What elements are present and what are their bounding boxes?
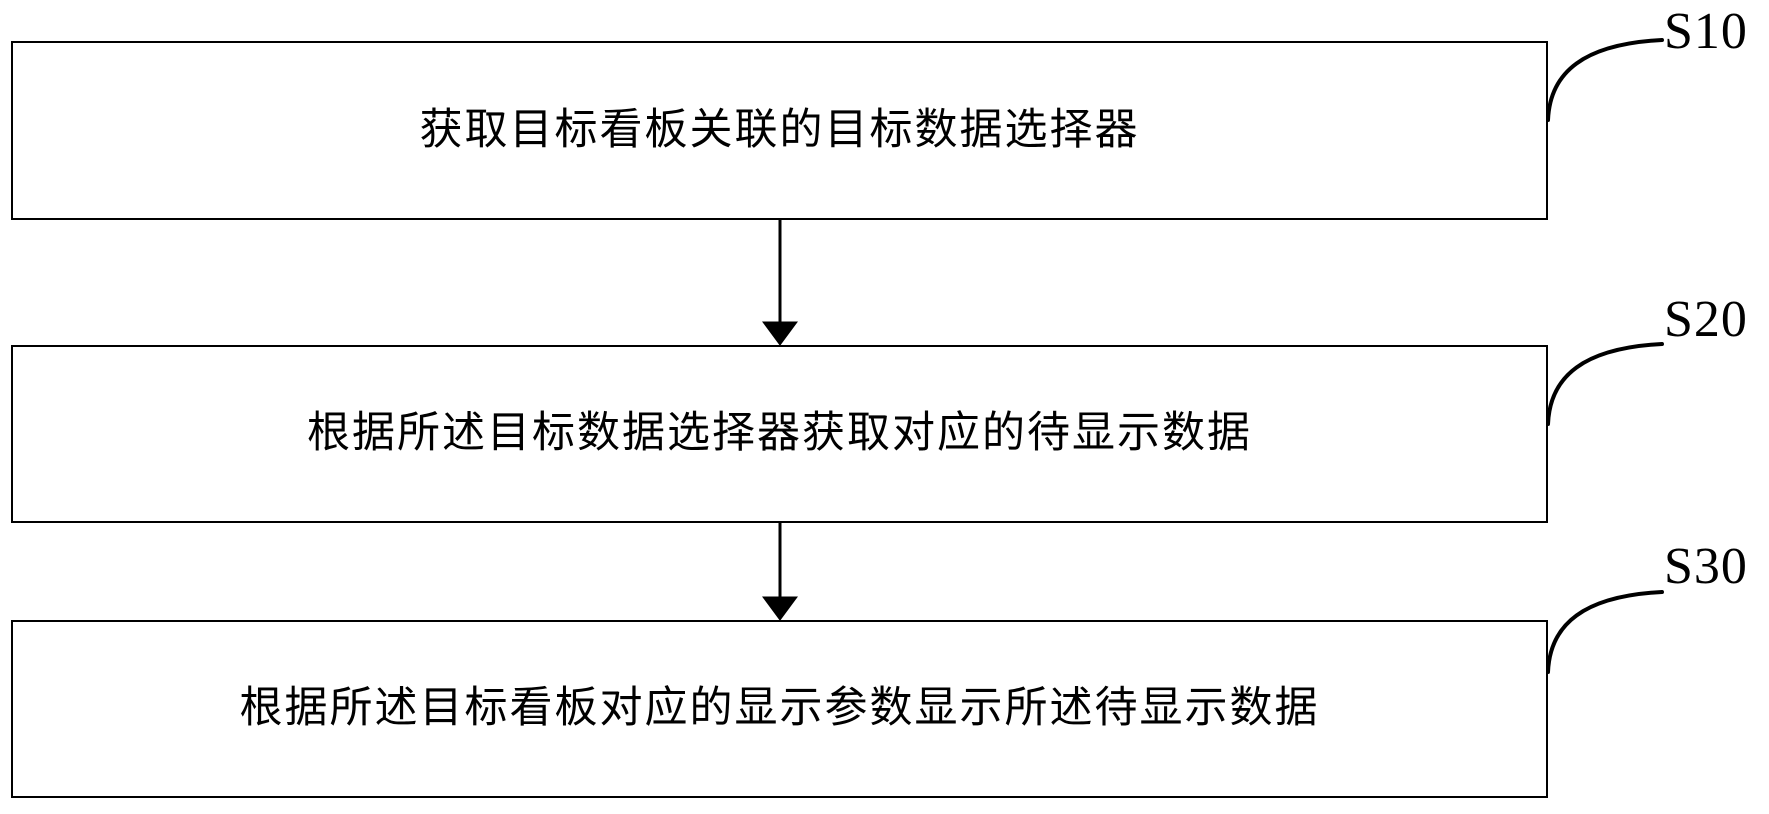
step-label-s10: S10 bbox=[1664, 3, 1748, 60]
process-box-s10-label: 获取目标看板关联的目标数据选择器 bbox=[419, 106, 1140, 154]
process-box-s30[interactable]: 根据所述目标看板对应的显示参数显示所述待显示数据 bbox=[11, 620, 1548, 798]
leader-line-s20 bbox=[1546, 342, 1664, 426]
process-box-s20[interactable]: 根据所述目标数据选择器获取对应的待显示数据 bbox=[11, 345, 1548, 523]
process-box-s10[interactable]: 获取目标看板关联的目标数据选择器 bbox=[11, 41, 1548, 220]
step-label-s20: S20 bbox=[1664, 291, 1748, 348]
process-box-s30-label: 根据所述目标看板对应的显示参数显示所述待显示数据 bbox=[239, 685, 1320, 733]
leader-line-s10 bbox=[1546, 38, 1664, 122]
step-label-s30: S30 bbox=[1664, 538, 1748, 595]
leader-line-s30 bbox=[1546, 590, 1664, 674]
process-box-s20-label: 根据所述目标数据选择器获取对应的待显示数据 bbox=[307, 410, 1252, 458]
